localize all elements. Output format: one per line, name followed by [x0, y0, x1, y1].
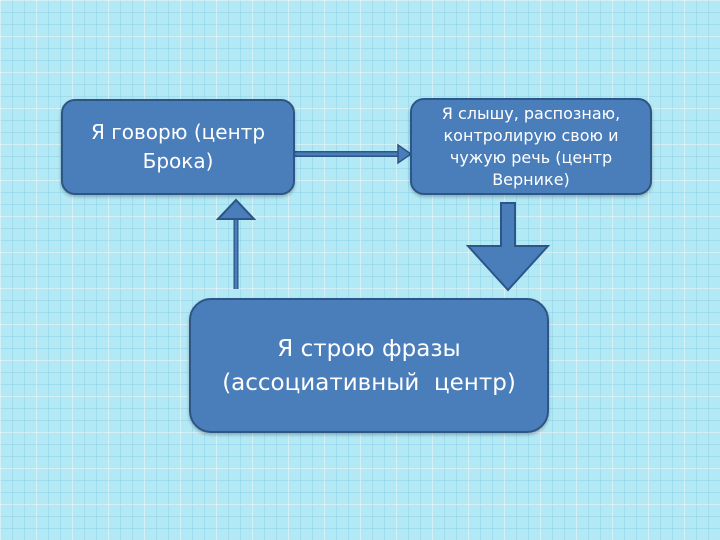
arrow-wernicke-to-associative [465, 202, 551, 292]
node-associative-label: Я строю фразы (ассоциативный центр) [222, 335, 516, 396]
node-associative-center: Я строю фразы (ассоциативный центр) [189, 298, 549, 433]
node-wernicke-center: Я слышу, распознаю, контролирую свою и ч… [410, 98, 652, 195]
node-broca-center: Я говорю (центр Брока) [61, 99, 295, 195]
node-wernicke-label: Я слышу, распознаю, контролирую свою и ч… [441, 103, 621, 189]
arrow-associative-to-broca [215, 198, 257, 289]
arrow-broca-to-wernicke [295, 143, 413, 165]
node-broca-label: Я говорю (центр Брока) [90, 120, 266, 173]
